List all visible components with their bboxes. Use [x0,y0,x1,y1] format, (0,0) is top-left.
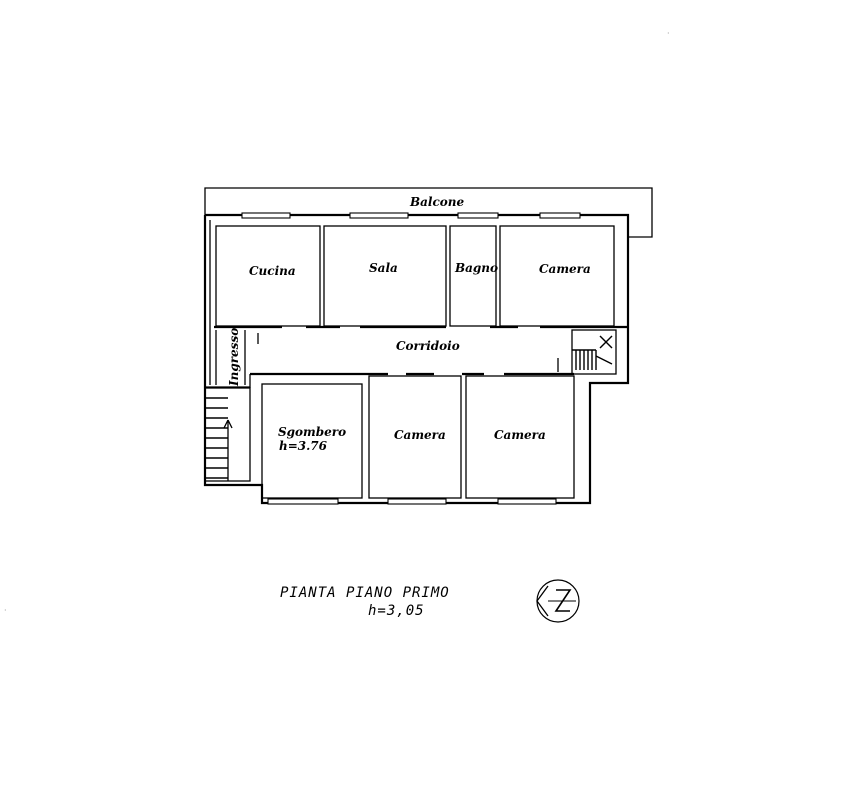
outer-walls [203,213,630,505]
north-windows [241,212,581,219]
label-corridoio: Corridoio [396,339,460,353]
svg-text:·: · [4,606,7,615]
plan-height: h=3,05 [368,603,425,619]
room-sgombero [261,383,363,499]
label-sala: Sala [369,261,398,275]
plan-title: PIANTA PIANO PRIMO [280,585,450,601]
label-bagno: Bagno [454,261,498,275]
label-camera-s2: Camera [494,428,546,442]
internal-stairs [571,329,617,375]
room-camera-ne [499,225,615,327]
room-sala [323,225,447,327]
north-arrow-icon [536,579,580,623]
label-ingresso: Ingresso [227,328,241,387]
room-camera-s2 [465,375,575,499]
label-sgombero-height: h=3.76 [279,439,328,453]
label-balcone: Balcone [409,195,465,209]
label-cucina: Cucina [249,264,296,278]
label-sgombero: Sgombero [278,425,346,439]
room-ingresso [205,330,250,388]
room-camera-s1 [368,375,462,499]
south-windows [267,498,557,505]
entrance-stairs [204,387,251,482]
label-camera-ne: Camera [539,262,591,276]
svg-text:·: · [667,29,670,38]
label-camera-s1: Camera [394,428,446,442]
room-bagno [449,225,497,327]
corridor-south-wall [249,333,574,388]
